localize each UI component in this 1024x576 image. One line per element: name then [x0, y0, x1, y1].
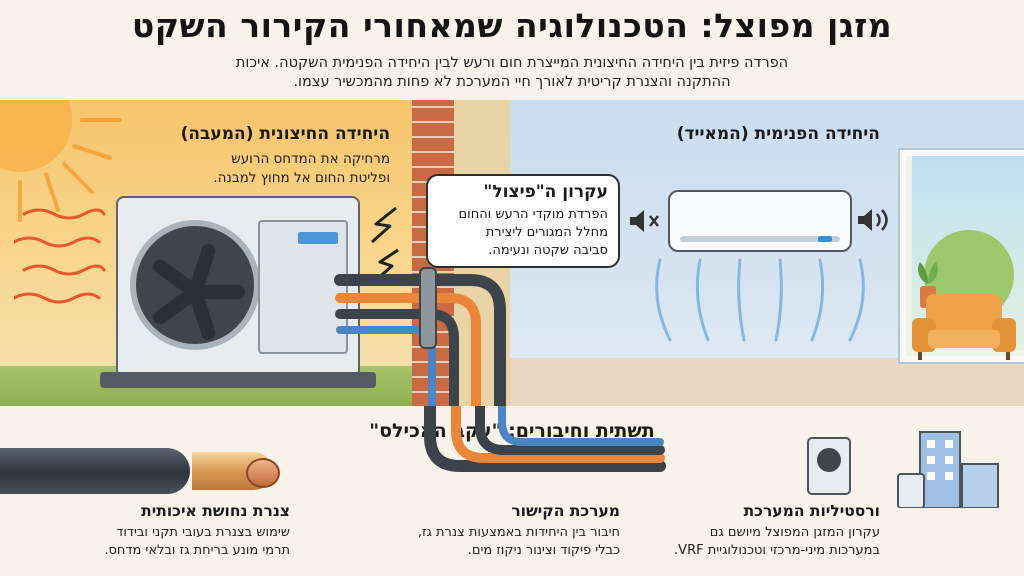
split-principle-heading: עקרון ה"פיצול" — [483, 182, 608, 202]
pipe-ends-illustration — [424, 406, 666, 472]
versatility-heading: ורסטיליות המערכת — [743, 502, 880, 520]
indoor-evaporator-unit — [668, 190, 852, 252]
infographic-title: מזגן מפוצל: הטכנולוגיה שמאחורי הקירור הש… — [131, 6, 893, 45]
outdoor-unit-label: היחידה החיצונית (המעבה) מרחיקה את המדחס … — [130, 124, 390, 188]
indoor-floor — [510, 358, 1024, 406]
copper-pipe-section: צנרת נחושת איכותית שימוש בצנרת בעובי תקנ… — [40, 502, 290, 560]
outdoor-unit-heading: היחידה החיצונית (המעבה) — [180, 124, 390, 144]
connection-system-section: מערכת הקישור חיבור בין היחידות באמצעות צ… — [352, 502, 620, 560]
connection-system-line-2: כבלי פיקוד וצינור ניקוז מים. — [467, 543, 620, 558]
indoor-unit-vent — [680, 236, 840, 242]
condenser-label-plate — [298, 232, 338, 244]
buildings-icon — [807, 431, 999, 508]
outdoor-unit-desc-1: מרחיקה את המדחס הרועש — [231, 151, 390, 167]
heat-wave-icon — [14, 208, 106, 304]
split-principle-callout: עקרון ה"פיצול" הפרדת מוקדי הרעש והחום מח… — [426, 174, 620, 268]
connection-system-heading: מערכת הקישור — [511, 502, 620, 520]
outdoor-condenser-unit — [116, 196, 360, 378]
subtitle-line-2: ההתקנה והצנרת קריטית לאורך חיי המערכת לא… — [293, 74, 731, 90]
versatility-line-2: במערכות מיני-מרכזי וטכנולוגיית VRF. — [674, 543, 880, 558]
connection-pipes — [334, 267, 506, 406]
split-ac-scene: היחידה החיצונית (המעבה) מרחיקה את המדחס … — [0, 100, 1024, 406]
infrastructure-heading: תשתית וחיבורים: "עקב האכילס" — [369, 420, 655, 442]
condenser-base — [100, 372, 376, 388]
outdoor-unit-desc-2: ופליטת החום אל מחוץ למבנה. — [213, 170, 390, 186]
copper-pipe-line-1: שימוש בצנרת בעובי תקני ובידוד — [116, 525, 290, 540]
airflow-icon — [655, 258, 865, 342]
indoor-unit-label: היחידה הפנימית (המאייד) — [630, 124, 880, 150]
sofa-icon — [912, 294, 1016, 360]
versatility-line-1: עקרון המזגן המפוצל מיושם גם — [709, 525, 880, 540]
split-principle-line-1: הפרדת מוקדי הרעש והחום — [458, 207, 608, 222]
speaker-low-icon — [858, 209, 888, 231]
copper-pipe-core — [246, 458, 280, 488]
split-principle-line-2: מחלל המגורים ליצירת — [485, 225, 608, 240]
insulated-pipe-illustration — [0, 448, 190, 494]
lightning-noise-icon — [371, 206, 399, 282]
speaker-muted-icon — [630, 210, 659, 232]
split-principle-line-3: סביבה שקטה ונעימה. — [488, 243, 608, 258]
indoor-unit-heading: היחידה הפנימית (המאייד) — [676, 124, 880, 144]
versatility-section: ורסטיליות המערכת עקרון המזגן המפוצל מיוש… — [660, 502, 880, 560]
copper-pipe-line-2: תרמי מונע בריחת גז ובלאי מדחס. — [104, 543, 290, 558]
sun-icon — [0, 100, 122, 222]
infographic-subtitle: הפרדה פיזית בין היחידה החיצונית המייצרת … — [140, 54, 884, 92]
copper-pipe-heading: צנרת נחושת איכותית — [141, 502, 290, 520]
connection-system-line-1: חיבור בין היחידות באמצעות צנרת גז, — [417, 525, 620, 540]
subtitle-line-1: הפרדה פיזית בין היחידה החיצונית המייצרת … — [235, 55, 789, 71]
condenser-fan — [130, 220, 260, 350]
status-led-icon — [818, 236, 832, 242]
